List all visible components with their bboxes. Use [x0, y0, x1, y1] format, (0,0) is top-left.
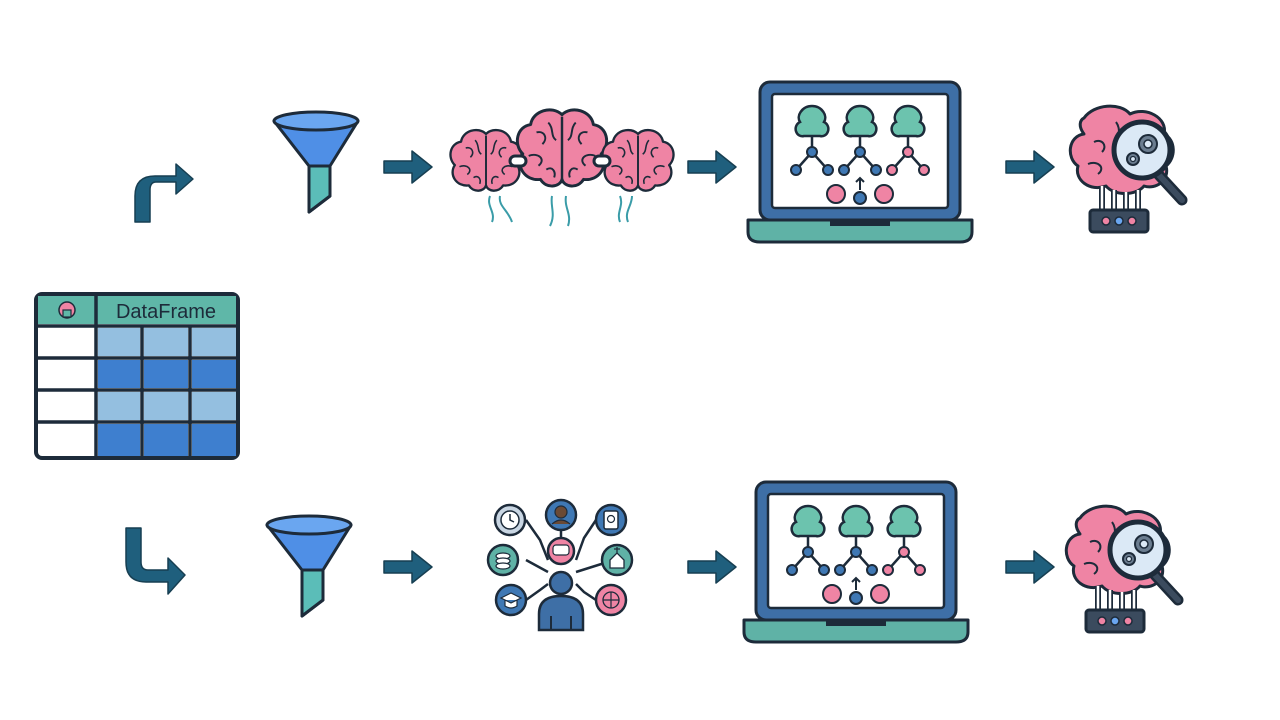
pipeline-top	[134, 80, 1182, 244]
coins-icon	[486, 543, 520, 577]
person-demographics-icon	[486, 498, 634, 632]
globe-icon	[594, 583, 628, 617]
turn-up-arrow-icon	[134, 163, 194, 223]
brain-magnifier-analysis-icon	[1066, 506, 1178, 632]
brain-chip-icon	[58, 301, 76, 319]
right-arrow-icon	[1005, 150, 1055, 184]
filter-funnel-icon	[265, 514, 353, 618]
linked-brains-icon	[449, 108, 675, 227]
right-arrow-icon	[1005, 550, 1055, 584]
dataframe-header-label: DataFrame	[116, 301, 216, 323]
right-arrow-icon	[383, 550, 433, 584]
portrait-icon	[544, 498, 578, 532]
right-arrow-icon	[383, 150, 433, 184]
laptop-decision-trees-icon	[746, 80, 974, 244]
pipeline-bottom	[125, 480, 1178, 644]
brain-magnifier-analysis-icon	[1070, 106, 1182, 232]
church-icon	[600, 543, 634, 577]
graduation-cap-icon	[494, 583, 528, 617]
right-arrow-icon	[687, 150, 737, 184]
laptop-decision-trees-icon	[742, 480, 970, 644]
speech-bubble-icon	[546, 536, 576, 566]
right-arrow-icon	[687, 550, 737, 584]
filter-funnel-icon	[272, 110, 360, 214]
dataframe-table: DataFrame	[34, 292, 240, 460]
turn-down-arrow-icon	[125, 527, 186, 595]
passport-icon	[594, 503, 628, 537]
person-icon	[537, 570, 585, 632]
clock-icon	[493, 503, 527, 537]
